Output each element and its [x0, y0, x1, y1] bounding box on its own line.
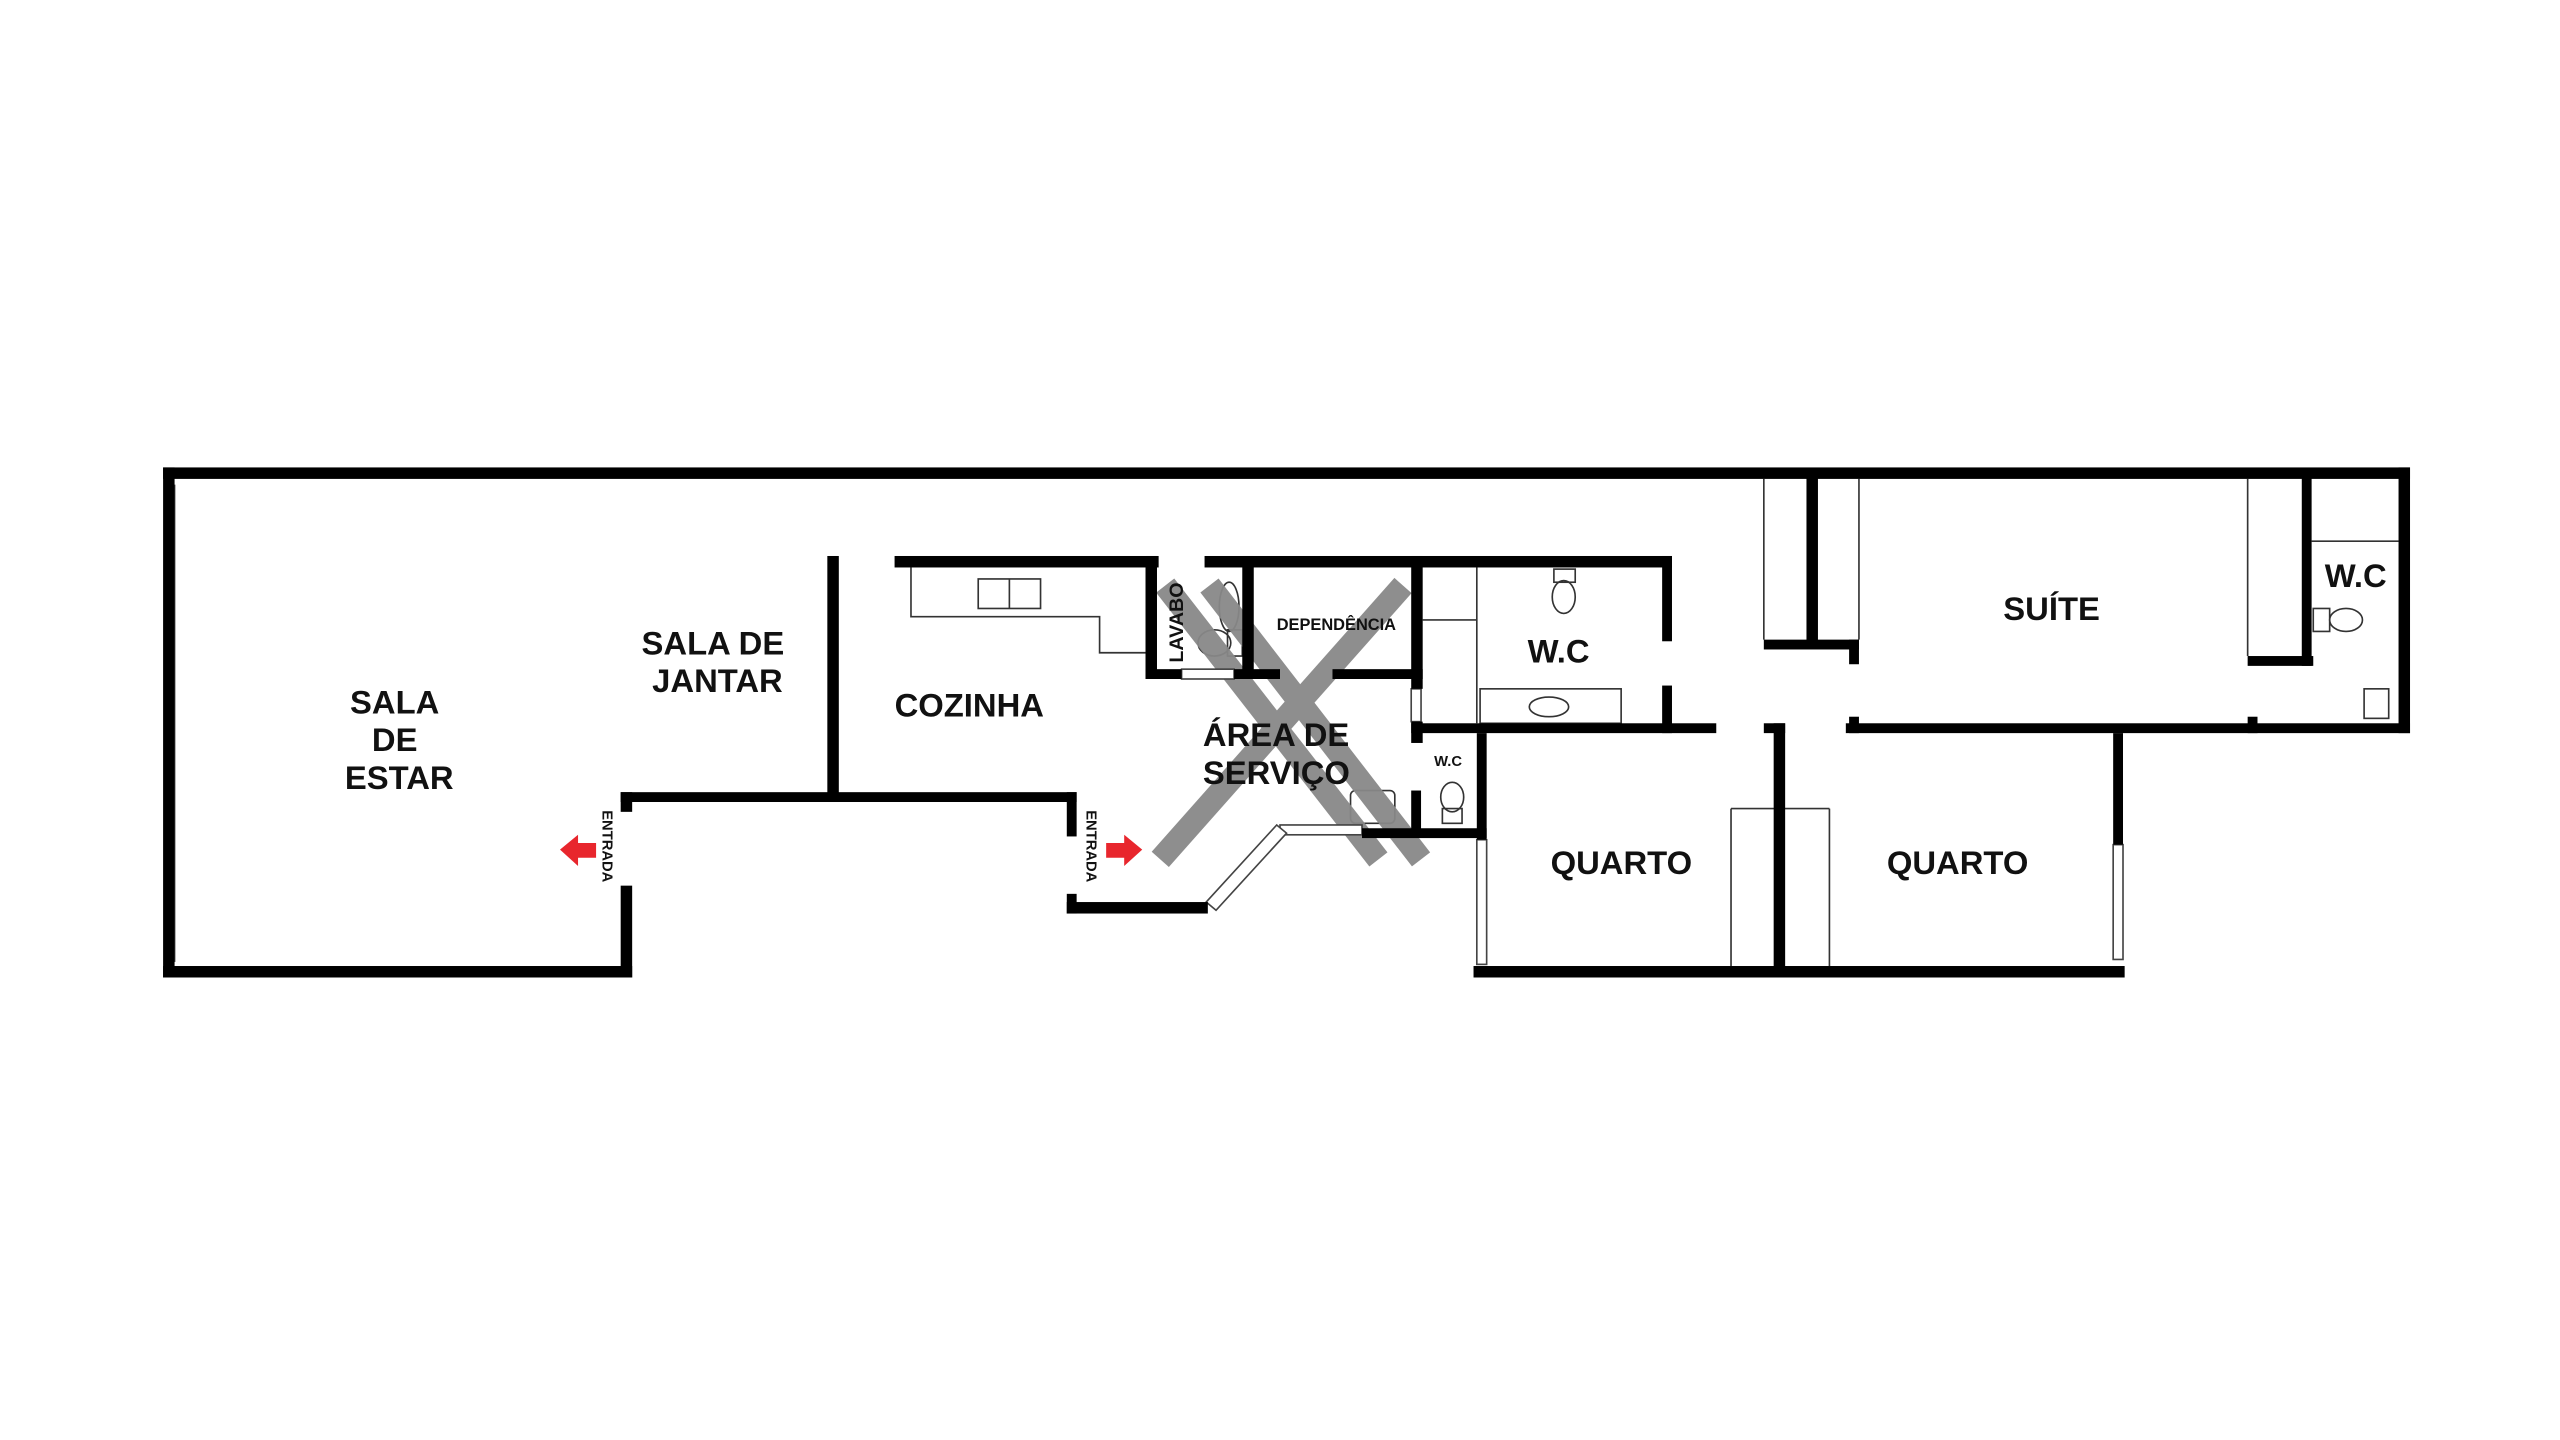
washbasin-icon: [1528, 696, 1570, 718]
entrance-arrow-left: [560, 834, 597, 866]
room-label-wc: W.C: [1528, 633, 1590, 670]
walls: [163, 467, 2411, 978]
room-label-quarto-2: QUARTO: [1887, 844, 2029, 881]
entrance-label-right: ENTRADA: [1082, 810, 1098, 882]
room-label-dependencia: DEPENDÊNCIA: [1277, 615, 1396, 634]
room-label-lavabo: LAVABO: [1166, 582, 1188, 662]
toilet-icon: [1439, 781, 1465, 813]
room-label-quarto-1: QUARTO: [1551, 844, 1693, 881]
room-label-cozinha: COZINHA: [895, 687, 1044, 724]
toilet-icon: [2328, 607, 2364, 633]
room-label-sala-jantar: SALA DE JANTAR: [642, 624, 794, 699]
room-label-wc-small: W.C: [1434, 754, 1462, 770]
toilet-icon: [1551, 579, 1577, 615]
room-label-wc-suite: W.C: [2325, 557, 2387, 594]
room-label-sala-estar: SALA DE ESTAR: [345, 683, 454, 795]
entrance-arrow-right: [1106, 834, 1143, 866]
room-label-area-servico: ÁREA DE SERVIÇO: [1203, 716, 1359, 791]
room-label-suite: SUÍTE: [2003, 590, 2100, 627]
entrance-label-left: ENTRADA: [599, 810, 615, 882]
fixtures: [910, 478, 2399, 967]
